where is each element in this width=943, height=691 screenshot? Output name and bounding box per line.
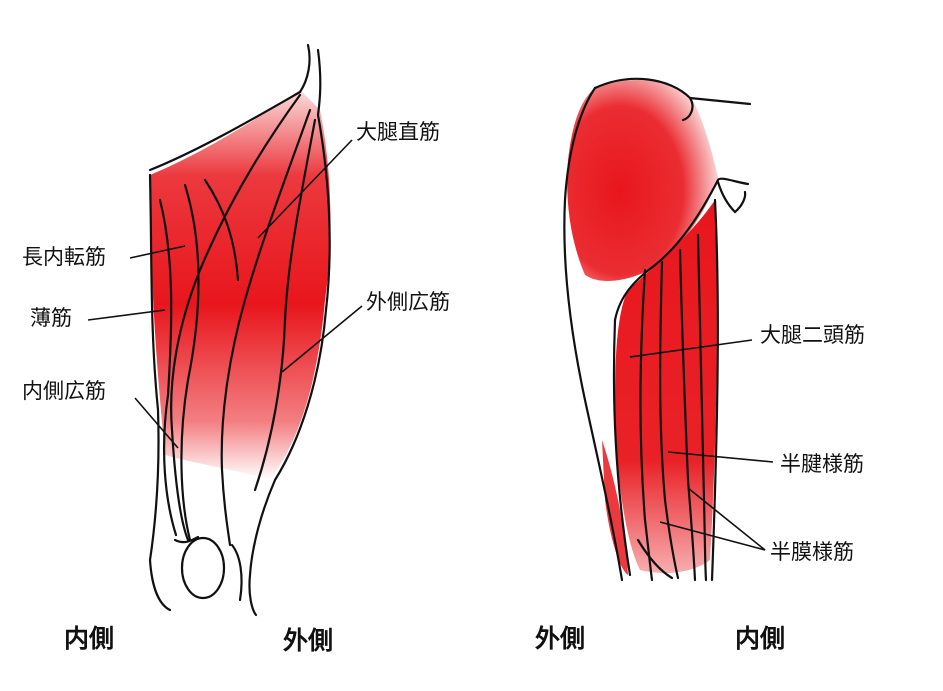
front-side-outer-label: 外側 — [283, 628, 333, 653]
label-vastus-medialis: 内側広筋 — [22, 381, 106, 402]
label-vastus-lateralis: 外側広筋 — [366, 292, 450, 313]
label-semimembranosus: 半膜様筋 — [770, 542, 854, 563]
front-thigh — [150, 45, 330, 615]
back-side-inner-label: 内側 — [735, 626, 785, 651]
back-side-outer-label: 外側 — [535, 626, 585, 651]
label-gracilis: 薄筋 — [30, 308, 72, 329]
back-thigh — [564, 79, 750, 580]
front-side-inner-label: 内側 — [64, 626, 114, 651]
label-semitendinosus: 半腱様筋 — [780, 454, 864, 475]
label-rectus-femoris: 大腿直筋 — [356, 122, 440, 143]
label-biceps-femoris: 大腿二頭筋 — [760, 325, 865, 346]
label-adductor-longus: 長内転筋 — [22, 247, 106, 268]
leader-gracilis — [88, 310, 165, 320]
